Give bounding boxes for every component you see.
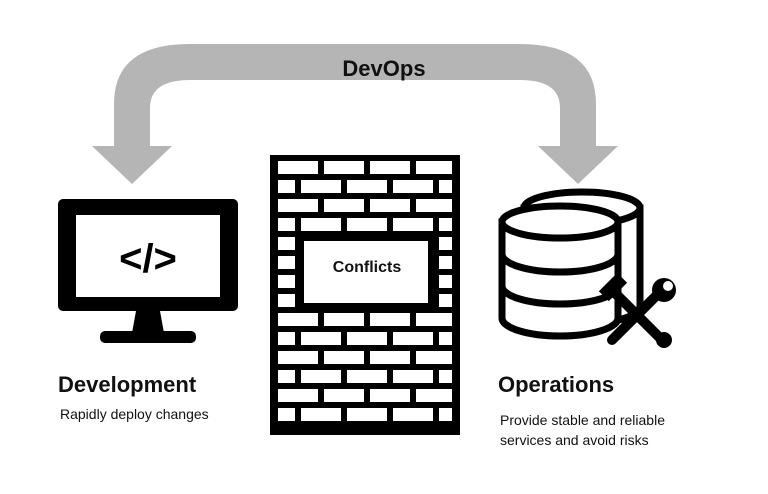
- database-tools-icon: [498, 188, 676, 348]
- wrench-hammer-icon: [598, 272, 676, 348]
- devops-arrowhead-right: [538, 146, 618, 184]
- code-glyph: </>: [119, 237, 177, 281]
- devops-arrowhead-left: [92, 146, 172, 184]
- development-description: Rapidly deploy changes: [60, 406, 209, 422]
- brick-wall-icon: [270, 155, 460, 435]
- code-monitor-icon: </>: [58, 199, 238, 343]
- development-heading: Development: [58, 372, 197, 397]
- operations-heading: Operations: [498, 372, 615, 397]
- conflicts-label: Conflicts: [332, 259, 402, 276]
- devops-arrow-band: [114, 44, 596, 148]
- devops-label: DevOps: [342, 56, 426, 81]
- conflicts-sign: [304, 241, 428, 303]
- operations-description: Provide stable and reliable services and…: [500, 410, 665, 450]
- operations-description-line1: Provide stable and reliable: [500, 412, 665, 428]
- operations-description-line2: services and avoid risks: [500, 432, 649, 448]
